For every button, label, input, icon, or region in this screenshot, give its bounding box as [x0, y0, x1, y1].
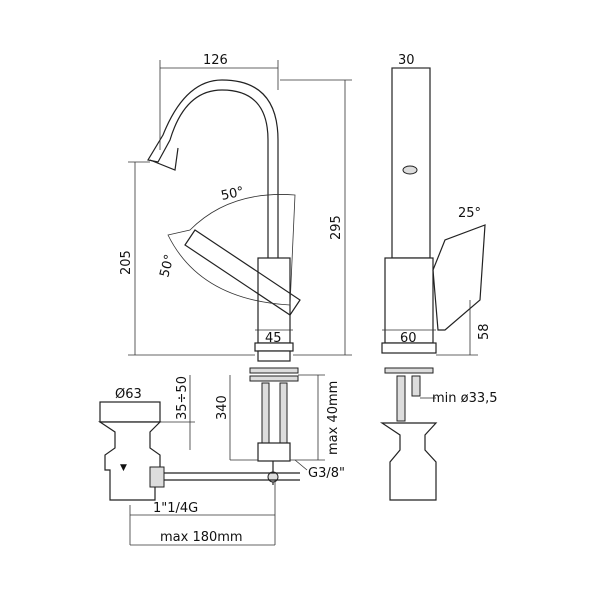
side-view: [380, 67, 486, 501]
dim-spout-angle: 50°: [220, 184, 246, 203]
dim-connection-thread: G3/8": [308, 466, 345, 481]
waste-logo: ▼: [120, 463, 127, 473]
front-view: [147, 79, 301, 485]
dim-body-width: 30: [398, 53, 415, 68]
dim-spout-reach: 126: [203, 53, 228, 68]
dimension-lines: [128, 60, 478, 546]
dim-waste-height: 35÷50: [175, 376, 190, 420]
dim-hose-length: 340: [215, 395, 230, 420]
dim-base-front: 45: [265, 331, 282, 346]
dim-base-side: 60: [400, 331, 417, 346]
dim-waste-thread: 1"1/4G: [153, 501, 198, 516]
waste-assembly: ▼: [98, 401, 300, 501]
dim-spout-height: 205: [119, 250, 134, 275]
dim-waste-diameter: Ø63: [115, 387, 142, 402]
dim-lever-angle: 50°: [157, 253, 177, 279]
dim-min-hole: min ø33,5: [432, 391, 498, 406]
dim-side-lever-angle: 25°: [458, 206, 481, 221]
dim-lever-height: 58: [477, 323, 492, 340]
dim-max-rod: max 180mm: [160, 530, 243, 545]
dim-max-deck: max 40mm: [326, 381, 341, 455]
dim-total-height: 295: [329, 215, 344, 240]
